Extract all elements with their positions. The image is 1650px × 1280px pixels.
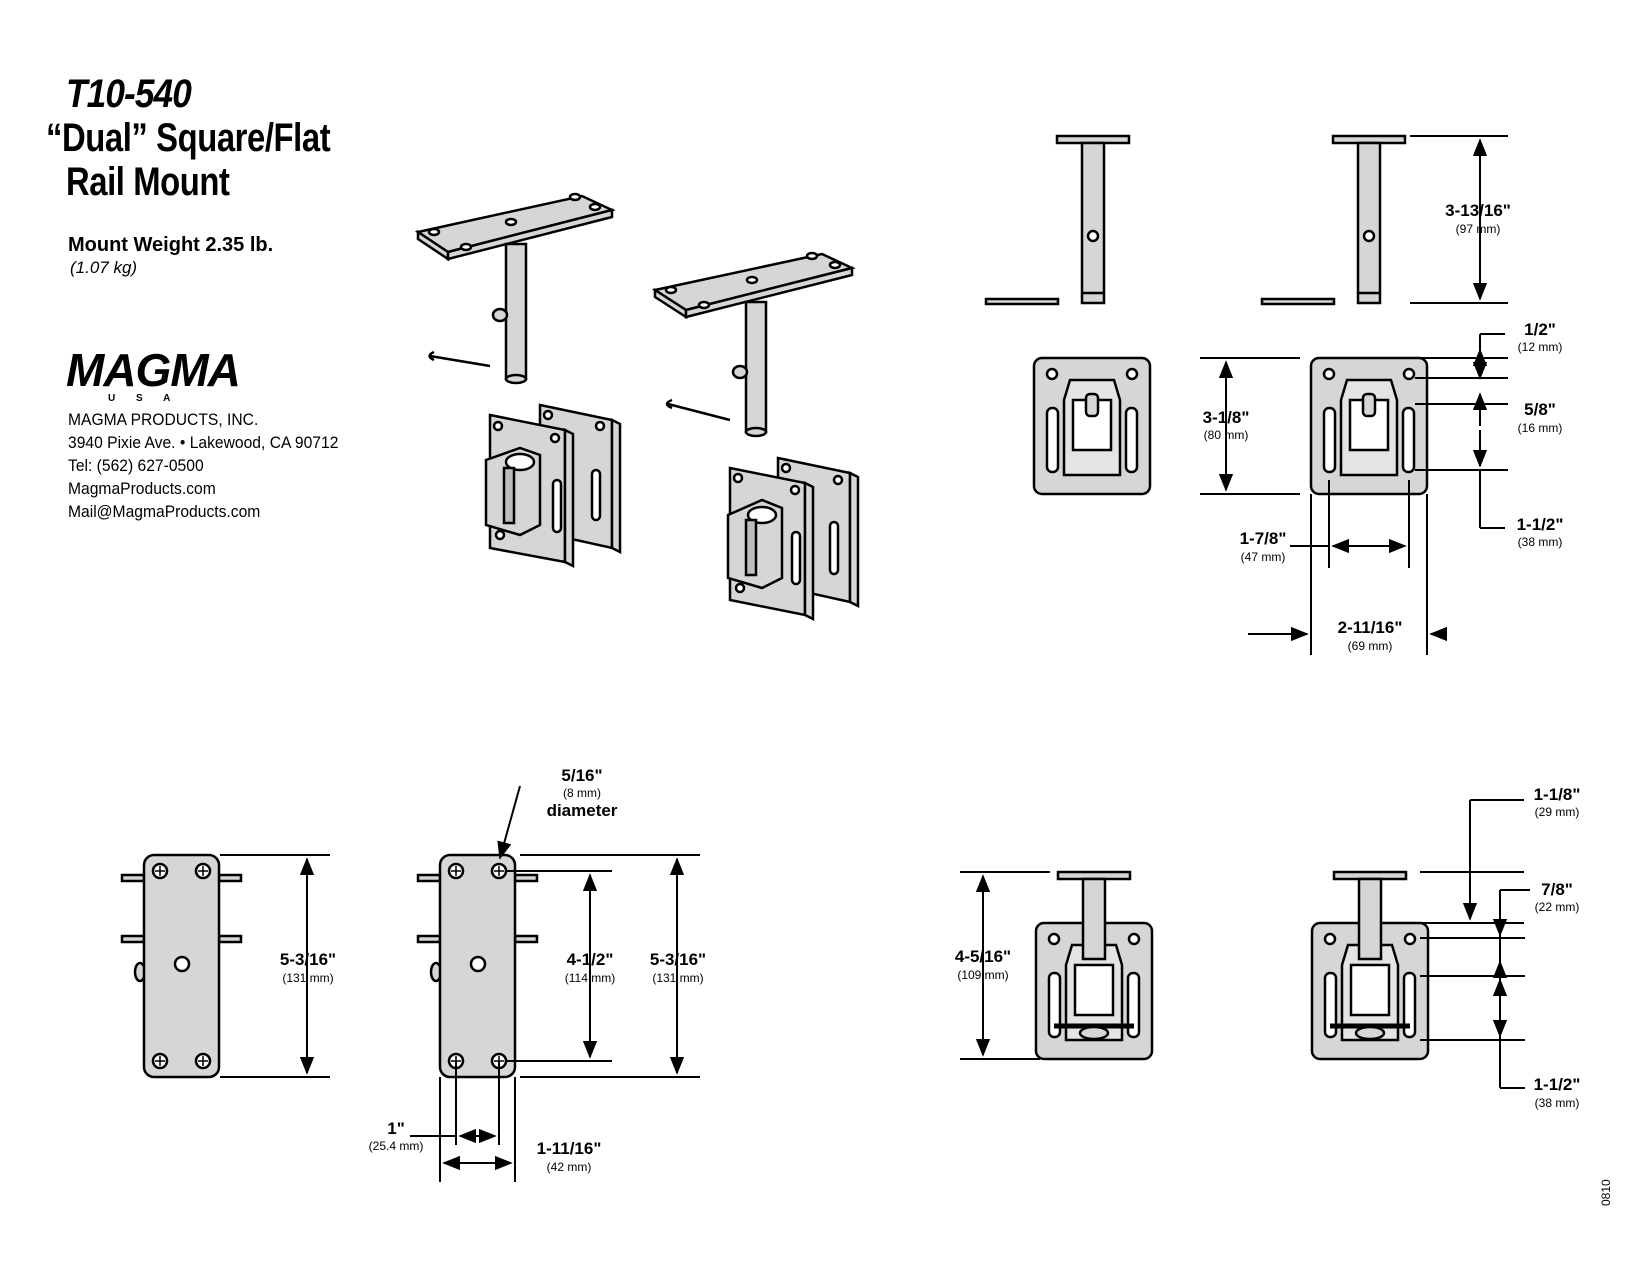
company-name: MAGMA PRODUCTS, INC. bbox=[68, 410, 259, 429]
dim-3-1-8: 3-1/8" bbox=[1203, 408, 1250, 427]
dim-3-13-16: 3-13/16" bbox=[1445, 201, 1511, 220]
dim-5-3-16-right: 5-3/16" bbox=[650, 950, 706, 969]
mount-weight: Mount Weight 2.35 lb. bbox=[68, 234, 274, 256]
dim-131mm-left: (131 mm) bbox=[282, 971, 333, 985]
plate-view-right bbox=[416, 853, 539, 1079]
front-view-right bbox=[1309, 356, 1429, 496]
dim-2-11-16: 2-11/16" bbox=[1338, 618, 1403, 637]
dim-131mm-right: (131 mm) bbox=[652, 971, 703, 985]
logo-wordmark: MAGMA bbox=[66, 344, 240, 396]
mount-weight-metric: (1.07 kg) bbox=[70, 258, 138, 277]
dim-38mm-bottom: (38 mm) bbox=[1535, 1096, 1580, 1110]
dim-47mm: (47 mm) bbox=[1241, 550, 1286, 564]
model-number: T10-540 bbox=[66, 72, 192, 116]
magma-logo: MAGMA U S A bbox=[66, 344, 241, 404]
side-view-left bbox=[984, 134, 1131, 306]
dim-22mm: (22 mm) bbox=[1535, 900, 1580, 914]
dim-29mm: (29 mm) bbox=[1535, 805, 1580, 819]
dim-25-4mm: (25.4 mm) bbox=[369, 1139, 424, 1153]
dim-1-inch: 1" bbox=[387, 1119, 405, 1138]
company-website[interactable]: MagmaProducts.com bbox=[68, 479, 216, 498]
dim-69mm: (69 mm) bbox=[1348, 639, 1393, 653]
dimension-lines-bottom-right bbox=[960, 799, 1530, 1089]
dim-42mm: (42 mm) bbox=[547, 1160, 592, 1174]
dim-1-11-16: 1-11/16" bbox=[537, 1139, 602, 1158]
dim-diameter: diameter bbox=[547, 801, 618, 820]
dim-7-8: 7/8" bbox=[1541, 880, 1573, 899]
company-phone: Tel: (562) 627-0500 bbox=[68, 456, 204, 475]
dim-12mm: (12 mm) bbox=[1518, 340, 1563, 354]
company-address: 3940 Pixie Ave. • Lakewood, CA 90712 bbox=[68, 433, 339, 452]
dimension-lines-bottom-left bbox=[220, 785, 700, 1182]
dim-4-1-2: 4-1/2" bbox=[567, 950, 614, 969]
dim-4-5-16: 4-5/16" bbox=[955, 947, 1011, 966]
isometric-mount-1 bbox=[414, 192, 622, 569]
dim-5-16: 5/16" bbox=[561, 766, 602, 785]
dim-1-1-2-top: 1-1/2" bbox=[1517, 515, 1564, 534]
product-title-line2: Rail Mount bbox=[66, 160, 230, 204]
dimension-labels-bottom-right: 4-5/16" (109 mm) 1-1/8" (29 mm) 7/8" (22… bbox=[955, 785, 1581, 1110]
dimension-lines-top-right bbox=[1200, 135, 1508, 655]
logo-sub: U S A bbox=[108, 393, 179, 404]
dim-1-7-8: 1-7/8" bbox=[1240, 529, 1287, 548]
assembled-view-right bbox=[1310, 870, 1430, 1061]
dim-114mm: (114 mm) bbox=[565, 971, 615, 985]
dim-16mm: (16 mm) bbox=[1518, 421, 1563, 435]
dim-8mm: (8 mm) bbox=[563, 786, 601, 800]
dim-38mm-top: (38 mm) bbox=[1518, 535, 1563, 549]
isometric-mount-2 bbox=[651, 251, 860, 622]
company-email[interactable]: Mail@MagmaProducts.com bbox=[68, 502, 261, 521]
dim-1-1-8: 1-1/8" bbox=[1534, 785, 1581, 804]
dim-5-8: 5/8" bbox=[1524, 400, 1556, 419]
dim-5-3-16-left: 5-3/16" bbox=[280, 950, 336, 969]
dim-97mm: (97 mm) bbox=[1456, 222, 1501, 236]
side-view-right bbox=[1260, 134, 1407, 306]
front-view-left bbox=[1032, 356, 1152, 496]
plate-view-left bbox=[120, 853, 243, 1079]
dim-1-2: 1/2" bbox=[1524, 320, 1556, 339]
dimension-labels-top-right: 3-13/16" (97 mm) 1/2" (12 mm) 5/8" (16 m… bbox=[1203, 201, 1564, 653]
product-title-line1: “Dual” Square/Flat bbox=[46, 116, 331, 160]
dim-80mm: (80 mm) bbox=[1204, 428, 1249, 442]
dim-1-1-2-bottom: 1-1/2" bbox=[1534, 1075, 1581, 1094]
assembled-view-left bbox=[1034, 870, 1154, 1061]
dim-109mm: (109 mm) bbox=[957, 968, 1008, 982]
document-code: 0810 bbox=[1599, 1179, 1613, 1206]
dimension-labels-bottom-left: 5/16" (8 mm) diameter 5-3/16" (131 mm) 4… bbox=[280, 766, 706, 1174]
